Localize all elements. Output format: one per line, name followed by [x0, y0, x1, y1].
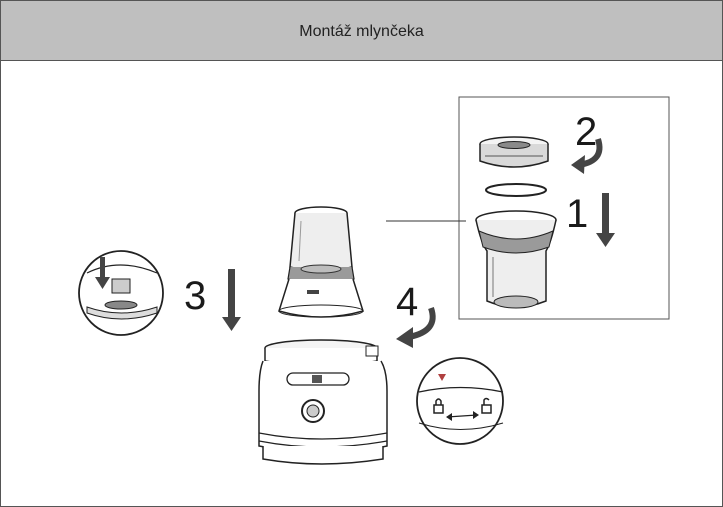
inset-box-steps-1-2: 2 1 [386, 96, 670, 320]
down-arrow-icon [596, 193, 615, 247]
down-arrow-icon-step-3 [222, 269, 241, 331]
motor-base [258, 339, 388, 465]
title-bar: Montáž mlynčeka [1, 1, 722, 61]
lock-indicator-callout [416, 357, 504, 445]
rotate-arrow-icon-step-4 [408, 307, 436, 340]
lock-unlock-double-arrow-icon [446, 411, 479, 421]
step-1-number: 1 [566, 192, 588, 236]
lock-icon [433, 398, 444, 414]
grinder-lid [479, 136, 549, 168]
insert-down-arrow-icon [95, 257, 110, 289]
indicator-triangle [438, 374, 446, 381]
unlock-icon [481, 397, 492, 414]
step-3-number: 3 [184, 274, 206, 318]
step-4-number: 4 [396, 280, 418, 324]
grinder-assembly-illustration: 2 1 4 [78, 96, 670, 465]
rotate-arrow-head [571, 155, 585, 174]
grinder-jar-assembled [278, 206, 364, 318]
page-title: Montáž mlynčeka [299, 22, 424, 40]
grinder-cup [475, 210, 557, 309]
blade-coupling-callout [78, 250, 164, 336]
step-2-number: 2 [575, 110, 597, 154]
seal-ring [485, 183, 547, 197]
rotate-arrow-head-step-4 [396, 327, 413, 348]
